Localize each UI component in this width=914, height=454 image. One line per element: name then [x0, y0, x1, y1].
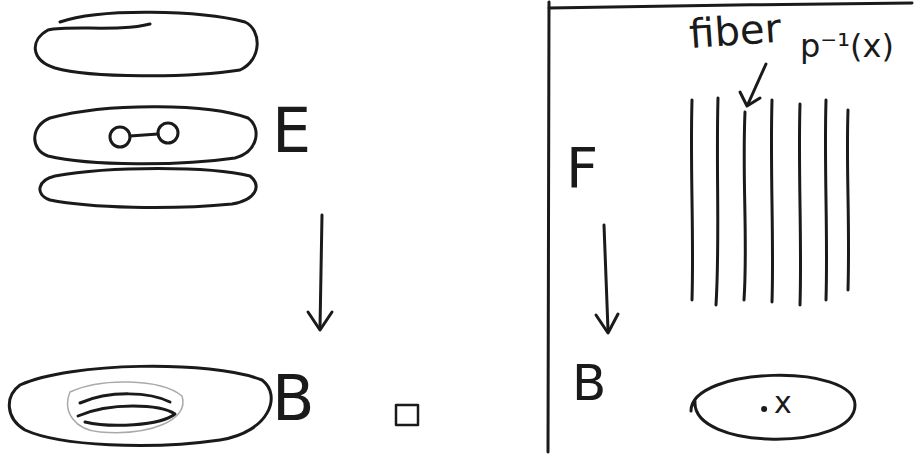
fiber-line: [825, 100, 826, 300]
divider: [548, 2, 549, 452]
handwritten-label: fiber: [688, 8, 782, 54]
fiber-line: [691, 100, 692, 300]
fiber-line: [771, 100, 772, 302]
handwritten-label: B: [272, 368, 315, 430]
fiber-line: [799, 104, 800, 305]
point-label: x: [774, 388, 792, 418]
handwritten-label: p⁻¹(x): [800, 30, 894, 62]
sheet: [35, 12, 257, 76]
small-loop: [110, 127, 130, 147]
base-ellipse: x: [688, 370, 858, 444]
fiber-line: [744, 112, 745, 300]
ellipse-outline: [691, 375, 855, 439]
base-loop: [80, 394, 170, 403]
fiber-line: [716, 98, 718, 305]
divider: [549, 3, 912, 8]
base-loop: [78, 406, 175, 425]
neighborhood: [68, 382, 183, 433]
arrow-head: [308, 312, 332, 330]
arrow-head: [596, 314, 618, 333]
projection-arrow: [320, 215, 322, 328]
point-dot: [761, 406, 767, 412]
ellipse-outline: [688, 370, 858, 444]
sheet: [40, 169, 256, 208]
base-space: [9, 366, 271, 445]
small-loop: [158, 123, 178, 143]
arrow-head: [740, 92, 760, 106]
handwritten-label: F: [566, 140, 598, 196]
path-segment: [130, 134, 158, 136]
fiber-line: [847, 110, 848, 290]
leader-arrow: [748, 64, 766, 104]
handwritten-label: B: [572, 358, 606, 408]
projection-arrow: [604, 225, 608, 330]
qed-box: [396, 405, 418, 425]
sheet: [35, 107, 256, 164]
handwritten-label: E: [272, 100, 311, 162]
